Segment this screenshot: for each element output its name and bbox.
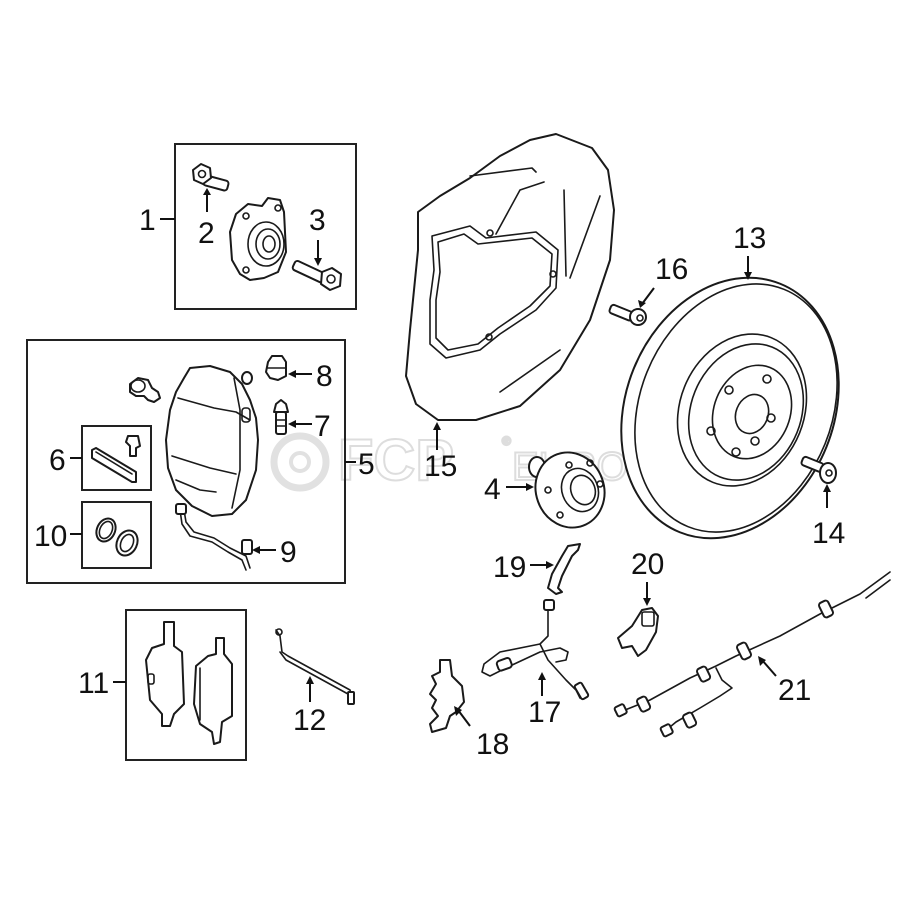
callout-10[interactable]: 10 <box>34 520 67 553</box>
watermark-logo-icon <box>270 432 330 492</box>
callout-15[interactable]: 15 <box>424 450 457 483</box>
dust-shield-icon[interactable] <box>405 133 615 421</box>
wiring-harness-icon[interactable] <box>613 571 891 738</box>
callout-8[interactable]: 8 <box>316 360 333 393</box>
callout-19[interactable]: 19 <box>493 551 526 584</box>
seal-ring-icon[interactable] <box>93 515 119 544</box>
group-brake-pads: 11 <box>78 609 247 761</box>
brake-pad-icon[interactable] <box>145 621 185 727</box>
bracket-icon[interactable] <box>547 543 581 595</box>
callout-12[interactable]: 12 <box>293 704 326 737</box>
hub-bearing-icon[interactable] <box>229 197 287 281</box>
watermark-registered-mark: ® <box>502 434 511 448</box>
abs-harness-icon[interactable] <box>481 599 590 701</box>
arrow-17 <box>538 672 546 680</box>
callout-16[interactable]: 16 <box>655 253 688 286</box>
watermark: FCP ® EURO <box>270 427 629 494</box>
callout-6[interactable]: 6 <box>49 444 66 477</box>
callout-9[interactable]: 9 <box>280 536 297 569</box>
arrow-21 <box>758 656 766 666</box>
leader-18 <box>457 709 471 727</box>
arrow-8 <box>288 370 296 378</box>
bolt-icon[interactable] <box>291 259 342 291</box>
leader-21 <box>761 659 777 677</box>
bracket-icon[interactable] <box>429 659 465 733</box>
wheel-hub-icon[interactable] <box>525 443 615 538</box>
callout-2[interactable]: 2 <box>198 217 215 250</box>
kit-box-10 <box>81 501 152 569</box>
arrow-7 <box>288 420 296 428</box>
abs-sensor-icon[interactable] <box>617 607 659 657</box>
arrow-13 <box>744 272 752 280</box>
kit-box-11 <box>125 609 247 761</box>
callout-7[interactable]: 7 <box>314 410 331 443</box>
callout-4[interactable]: 4 <box>484 473 501 506</box>
brake-rotor-icon[interactable] <box>583 245 876 571</box>
guide-pin-icon[interactable] <box>129 377 161 403</box>
callout-3[interactable]: 3 <box>309 204 326 237</box>
piston-boot-icon[interactable] <box>112 527 141 559</box>
brake-caliper-icon[interactable] <box>165 365 259 517</box>
hardware-clip-icon[interactable] <box>91 435 141 483</box>
arrow-16 <box>638 300 646 308</box>
arrow-18 <box>454 706 462 716</box>
bolt-icon[interactable] <box>608 303 647 326</box>
callout-14[interactable]: 14 <box>812 517 845 550</box>
arrow-14 <box>823 484 831 492</box>
wear-sensor-icon[interactable] <box>275 628 355 705</box>
callout-1[interactable]: 1 <box>139 204 156 237</box>
arrow-20 <box>643 598 651 606</box>
group-caliper: 5 8 <box>26 339 375 584</box>
bolt-icon[interactable] <box>192 163 230 192</box>
kit-box-1 <box>174 143 357 310</box>
bleeder-cap-icon[interactable] <box>265 355 287 381</box>
leader-16 <box>641 287 655 305</box>
arrow-19 <box>546 561 554 569</box>
group-hub-bearing-kit: 1 2 3 <box>139 143 357 310</box>
callout-20[interactable]: 20 <box>631 548 664 581</box>
arrow-9 <box>252 546 260 554</box>
rotor-screw-icon[interactable] <box>800 455 837 484</box>
arrow-15 <box>433 422 441 430</box>
callout-5[interactable]: 5 <box>358 448 375 481</box>
bleeder-screw-icon[interactable] <box>273 399 289 435</box>
arrow-2 <box>203 188 211 195</box>
brake-hose-icon[interactable] <box>175 503 253 571</box>
arrow-12 <box>306 676 314 684</box>
brake-pad-icon[interactable] <box>193 637 233 745</box>
arrow-4 <box>526 483 534 491</box>
callout-18[interactable]: 18 <box>476 728 509 761</box>
callout-17[interactable]: 17 <box>528 696 561 729</box>
arrow-3 <box>314 258 322 266</box>
watermark-brand-left: FCP <box>338 428 454 493</box>
callout-11[interactable]: 11 <box>78 667 109 700</box>
callout-21[interactable]: 21 <box>778 674 811 707</box>
callout-13[interactable]: 13 <box>733 222 766 255</box>
